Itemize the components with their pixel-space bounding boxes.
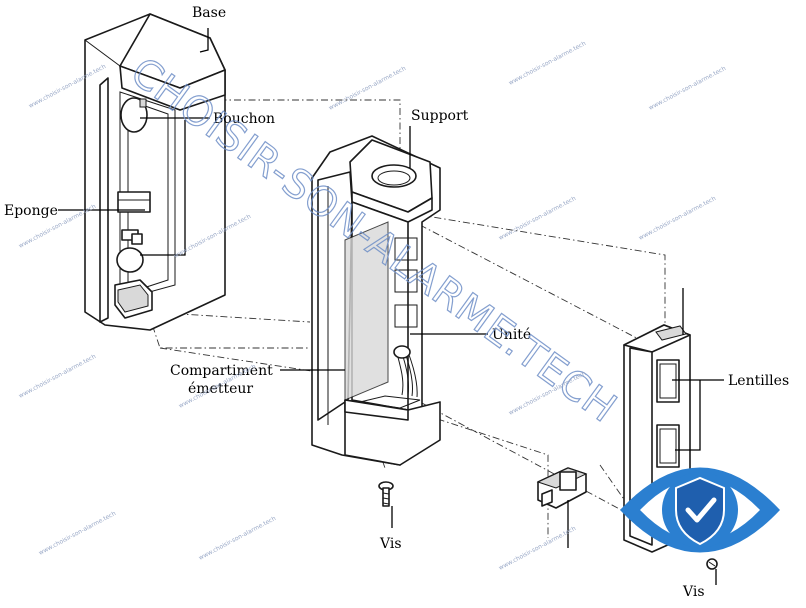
watermark-small: www.choisir-son-alarme.tech bbox=[638, 195, 718, 242]
shield-eye-badge bbox=[620, 467, 780, 553]
base-housing bbox=[84, 13, 226, 331]
watermark-small: www.choisir-son-alarme.tech bbox=[38, 510, 118, 557]
compartiment-emetteur-panel bbox=[344, 221, 389, 401]
check-icon bbox=[685, 497, 717, 523]
label-compartiment-line1: Compartiment bbox=[170, 363, 273, 379]
label-support: Support bbox=[411, 108, 469, 124]
eponge-sponge bbox=[117, 191, 151, 213]
screw-left bbox=[378, 481, 394, 507]
watermark-small: www.choisir-son-alarme.tech bbox=[198, 515, 278, 562]
label-base: Base bbox=[192, 5, 226, 21]
labels: Base Bouchon Support Eponge Unité Compar… bbox=[4, 5, 789, 600]
lentille-bottom bbox=[656, 424, 680, 468]
watermark-small: www.choisir-son-alarme.tech bbox=[498, 195, 578, 242]
label-bouchon: Bouchon bbox=[213, 111, 275, 127]
label-lentilles: Lentilles bbox=[728, 373, 789, 389]
shield-icon bbox=[675, 476, 725, 546]
screw-right bbox=[706, 558, 718, 570]
leader-lines bbox=[58, 28, 724, 585]
watermark-small: www.choisir-son-alarme.tech bbox=[498, 525, 578, 572]
label-eponge: Eponge bbox=[4, 203, 58, 219]
label-vis-left: Vis bbox=[379, 536, 402, 552]
watermark-small: www.choisir-son-alarme.tech bbox=[648, 65, 728, 112]
label-vis-right: Vis bbox=[682, 584, 705, 600]
label-compartiment-line2: émetteur bbox=[188, 381, 253, 397]
lentille-top bbox=[656, 359, 680, 403]
main-body bbox=[311, 135, 441, 466]
label-unite: Unité bbox=[492, 327, 531, 343]
watermark-small: www.choisir-son-alarme.tech bbox=[18, 353, 98, 400]
watermark-small: www.choisir-son-alarme.tech bbox=[328, 65, 408, 112]
watermark-small: www.choisir-son-alarme.tech bbox=[508, 40, 588, 87]
support-ring bbox=[371, 164, 417, 188]
clip-part bbox=[536, 467, 588, 509]
